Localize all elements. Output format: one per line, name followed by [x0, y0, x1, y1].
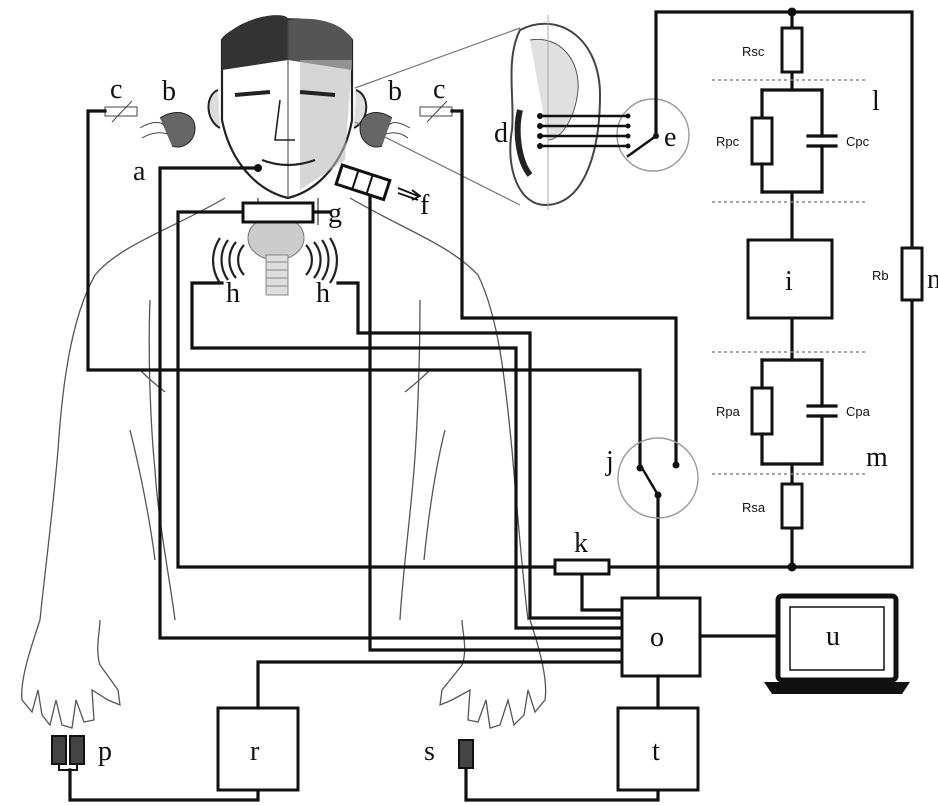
label-e: e [664, 122, 676, 153]
label-h-right: h [316, 278, 330, 309]
label-rsc: Rsc [742, 44, 765, 59]
label-m: m [866, 442, 888, 473]
probe-f [336, 165, 390, 199]
finger-electrode-s [459, 740, 473, 768]
finger-electrode-p2 [70, 736, 84, 764]
label-j: j [605, 446, 614, 477]
electrode-g [243, 203, 313, 222]
label-rpa: Rpa [716, 404, 741, 419]
finger-electrode-p1 [52, 736, 66, 764]
impedance-model [712, 8, 922, 572]
thyroid-illustration [248, 216, 304, 295]
label-a: a [133, 156, 146, 187]
label-cpc: Cpc [846, 134, 870, 149]
label-o: o [650, 622, 664, 653]
label-t: t [652, 736, 660, 767]
label-u: u [826, 621, 840, 652]
label-g: g [328, 198, 342, 229]
label-p: p [98, 736, 112, 767]
rsa-resistor [782, 484, 802, 528]
label-n: n [927, 264, 938, 295]
label-f: f [420, 190, 430, 221]
rpa-resistor [752, 388, 772, 434]
label-rb: Rb [872, 268, 889, 283]
rpc-resistor [752, 118, 772, 164]
label-b-right: b [388, 76, 402, 107]
label-l: l [872, 86, 880, 117]
label-c-left: c [110, 74, 122, 105]
rb-resistor [902, 248, 922, 300]
label-b-left: b [162, 76, 176, 107]
rsc-resistor [782, 28, 802, 72]
label-i: i [785, 266, 793, 297]
resistor-k [555, 560, 609, 574]
label-c-right: c [433, 74, 445, 105]
label-cpa: Cpa [846, 404, 871, 419]
label-d: d [494, 118, 508, 149]
label-r: r [250, 736, 260, 767]
ear-inset [355, 15, 689, 210]
label-s: s [424, 736, 435, 767]
label-k: k [574, 528, 588, 559]
head-illustration [208, 15, 366, 225]
label-h-left: h [226, 278, 240, 309]
label-rsa: Rsa [742, 500, 766, 515]
label-rpc: Rpc [716, 134, 740, 149]
